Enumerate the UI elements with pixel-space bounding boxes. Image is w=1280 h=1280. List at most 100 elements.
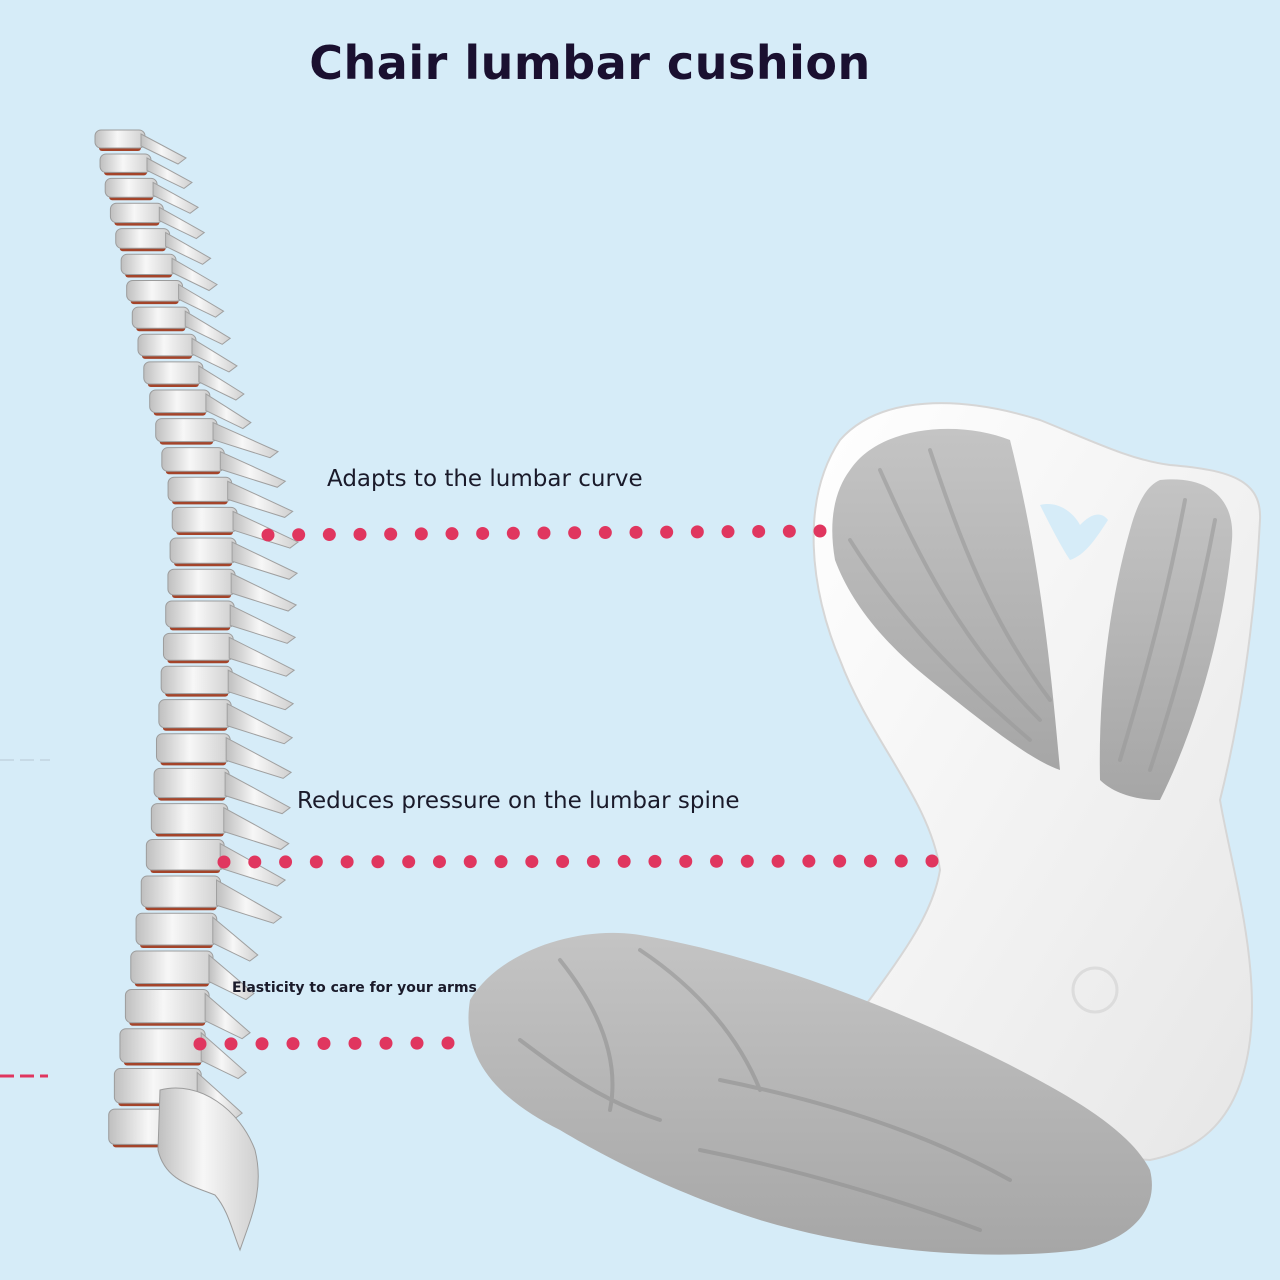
spine-vertebra	[167, 476, 233, 502]
callout-dot	[925, 854, 939, 868]
cushion-cutout	[1040, 504, 1108, 560]
spine-process	[165, 231, 212, 265]
spine-process	[225, 736, 293, 779]
callout-dot	[317, 1037, 331, 1050]
seat-pad	[468, 932, 1152, 1255]
spine-process	[204, 992, 251, 1040]
callout-dot	[402, 855, 416, 869]
callout-dot	[813, 524, 827, 538]
callout-dot	[537, 526, 551, 540]
callout-dot	[721, 525, 735, 539]
spine-vertebra	[109, 202, 164, 224]
callout-label-lumbar-curve: Adapts to the lumbar curve	[327, 466, 643, 492]
callout-dot	[248, 855, 262, 869]
callout-dot	[432, 855, 446, 869]
callout-dots	[0, 524, 939, 1078]
spine-vertebra	[162, 632, 234, 661]
callout-dot	[710, 854, 724, 868]
spine-vertebra	[153, 767, 230, 799]
callout-dot	[586, 854, 600, 868]
callout-dot	[279, 855, 293, 869]
spine-vertebra	[145, 839, 225, 871]
callout-dot	[568, 526, 582, 540]
spine-vertebra	[124, 989, 210, 1024]
callout-dot	[261, 528, 275, 542]
callout-dot	[441, 1036, 455, 1050]
callout-label-pressure: Reduces pressure on the lumbar spine	[297, 788, 740, 814]
callout-dot	[648, 854, 662, 868]
callout-dot	[445, 527, 459, 541]
spine-process	[200, 1031, 247, 1080]
spine-process	[208, 953, 255, 1001]
spine-vertebra	[140, 875, 222, 908]
spine-vertebra	[120, 253, 177, 276]
callout-dot	[833, 854, 847, 868]
callout-dot	[690, 525, 704, 539]
callout-label-elasticity: Elasticity to care for your arms	[232, 980, 477, 996]
spine-illustration	[94, 129, 299, 1252]
spine-vertebra	[104, 177, 158, 198]
spine-process	[226, 702, 294, 745]
spine-process	[224, 771, 292, 815]
spine-process	[228, 636, 296, 677]
spine-vertebra	[135, 912, 218, 946]
spine-vertebra	[143, 361, 204, 385]
callout-dot	[740, 854, 754, 868]
spine-process	[216, 879, 283, 924]
spine-vertebra	[150, 803, 229, 835]
spine-vertebra	[161, 447, 225, 472]
callout-dot	[340, 855, 354, 869]
spine-vertebra	[165, 600, 235, 628]
spine-process	[158, 206, 206, 240]
callout-dot	[193, 1037, 207, 1051]
spine-vertebra	[115, 228, 171, 249]
spine-vertebra	[131, 306, 190, 329]
spine-vertebra	[99, 153, 152, 173]
callout-dot	[802, 854, 816, 868]
spine-process	[212, 421, 280, 459]
callout-dot	[506, 526, 520, 540]
callout-dot	[217, 855, 231, 869]
spine-process	[205, 393, 252, 430]
callout-dot	[379, 1036, 393, 1050]
spine-process	[178, 283, 225, 318]
spine-vertebra	[155, 418, 218, 443]
spine-vertebra	[119, 1028, 206, 1064]
callout-dot	[782, 524, 796, 538]
callout-dot	[476, 526, 490, 540]
callout-dot	[863, 854, 877, 868]
spine-process	[231, 541, 299, 580]
spine-sacrum	[157, 1087, 259, 1252]
callout-dot	[414, 527, 428, 541]
callout-dot	[292, 528, 306, 542]
spine-vertebra	[130, 950, 214, 985]
spine-process	[230, 572, 298, 612]
callout-dot	[556, 855, 570, 869]
spine-process	[152, 181, 200, 214]
callout-dot	[322, 528, 336, 542]
spine-process	[171, 257, 218, 292]
callout-dot	[348, 1036, 362, 1050]
spine-vertebra	[160, 665, 233, 695]
page-title: Chair lumbar cushion	[309, 36, 871, 90]
spine-process	[219, 450, 287, 488]
spine-process	[191, 337, 238, 373]
spine-process	[223, 806, 290, 851]
spine-process	[198, 364, 245, 401]
spine-process	[146, 157, 193, 190]
callout-dot	[629, 525, 643, 539]
callout-dot	[894, 854, 908, 868]
callout-dot	[752, 524, 766, 538]
callout-dot	[494, 855, 508, 869]
spine-vertebra	[167, 568, 236, 596]
callout-dot	[410, 1036, 424, 1050]
spine-vertebra	[158, 699, 232, 729]
cushion-button	[1071, 966, 1119, 1014]
callout-dot	[309, 855, 323, 869]
callout-dot	[384, 527, 398, 541]
spine-process	[227, 669, 295, 711]
callout-dot	[286, 1037, 300, 1051]
spine-process	[212, 916, 259, 962]
spine-vertebra	[94, 129, 146, 149]
